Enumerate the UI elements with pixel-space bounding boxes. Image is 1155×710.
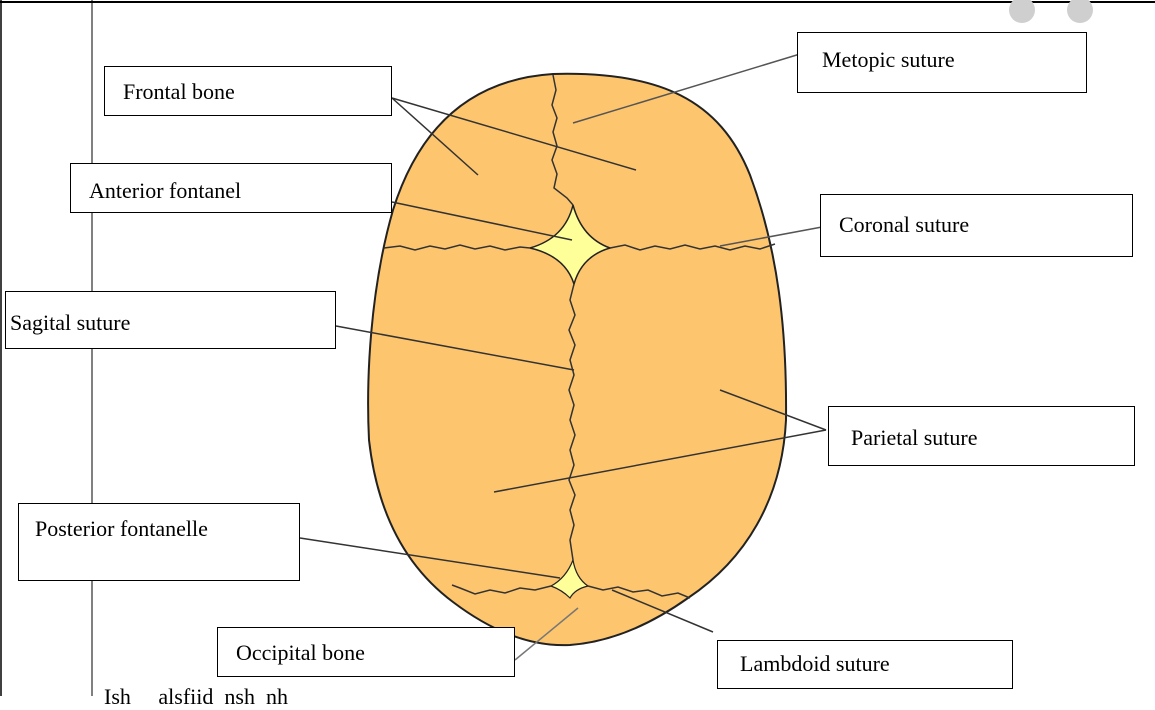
label-sagital-suture: Sagital suture: [5, 291, 336, 349]
label-occipital-bone: Occipital bone: [217, 627, 515, 677]
cut-off-bottom-text: Ish alsfiid nsh nh: [104, 684, 288, 710]
label-frontal-bone: Frontal bone: [104, 66, 392, 116]
label-metopic-suture: Metopic suture: [797, 32, 1087, 93]
toolbar-circle-icon-2: [1067, 0, 1093, 23]
label-lambdoid-suture: Lambdoid suture: [717, 640, 1013, 689]
label-sagital-suture-text: Sagital suture: [10, 310, 130, 335]
skull-shape: [368, 74, 786, 645]
label-parietal-suture-text: Parietal suture: [851, 425, 977, 450]
label-posterior-fontanelle-text: Posterior fontanelle: [35, 516, 208, 541]
label-coronal-suture: Coronal suture: [820, 194, 1133, 257]
label-anterior-fontanel: Anterior fontanel: [70, 163, 392, 213]
label-parietal-suture: Parietal suture: [828, 406, 1135, 466]
label-coronal-suture-text: Coronal suture: [839, 212, 969, 237]
label-frontal-bone-text: Frontal bone: [123, 79, 235, 104]
toolbar-circle-icon: [1009, 0, 1035, 23]
label-occipital-bone-text: Occipital bone: [236, 640, 365, 665]
label-posterior-fontanelle: Posterior fontanelle: [18, 503, 300, 581]
label-anterior-fontanel-text: Anterior fontanel: [89, 178, 241, 203]
label-lambdoid-suture-text: Lambdoid suture: [740, 651, 890, 676]
label-metopic-suture-text: Metopic suture: [822, 47, 955, 72]
